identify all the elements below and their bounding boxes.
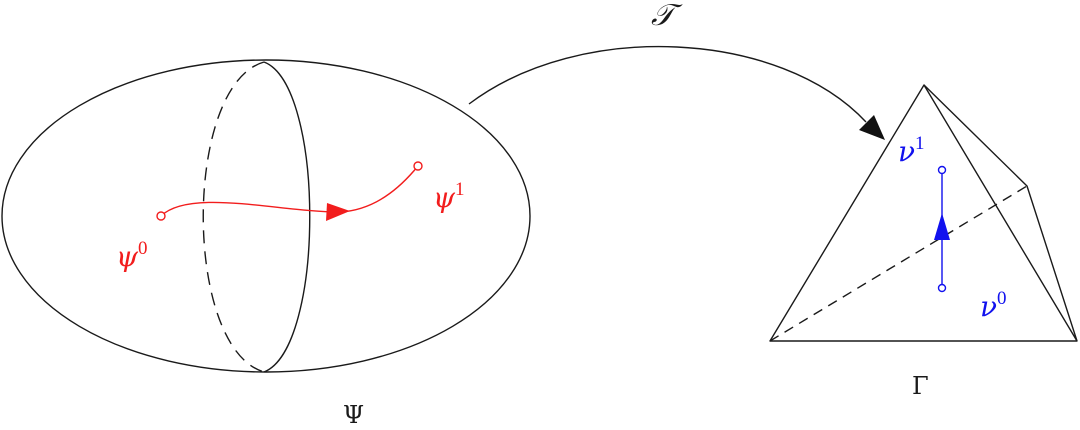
psi-end-point	[413, 161, 423, 171]
nu-end-point	[937, 165, 947, 175]
map-label: 𝒯	[651, 0, 683, 33]
ellipsoid-psi: ψ0 ψ1 Ψ	[1, 59, 531, 429]
nu-start-label: ν0	[980, 288, 1007, 323]
psi-start-label: ψ0	[116, 238, 147, 273]
psi-end-label: ψ1	[433, 179, 464, 214]
map-arc	[468, 45, 867, 123]
simplex-gamma: ν1 ν0 Γ	[769, 84, 1078, 400]
map-arrow: 𝒯	[468, 0, 885, 140]
psi-path	[160, 165, 419, 217]
cross-section-front	[263, 61, 311, 373]
nu-end-label: ν1	[898, 133, 925, 168]
simplex-right-edges	[923, 84, 1078, 342]
nu-start-point	[937, 283, 947, 293]
map-arrowhead	[859, 115, 885, 140]
psi-start-point	[156, 211, 166, 221]
gamma-space-label: Γ	[912, 372, 929, 400]
ellipsoid-outline	[1, 59, 531, 373]
psi-arrowhead	[326, 203, 350, 221]
nu-arrowhead	[934, 213, 950, 240]
simplex-front-face	[769, 84, 1078, 342]
psi-space-label: Ψ	[343, 401, 364, 429]
cross-section-back	[202, 61, 265, 373]
